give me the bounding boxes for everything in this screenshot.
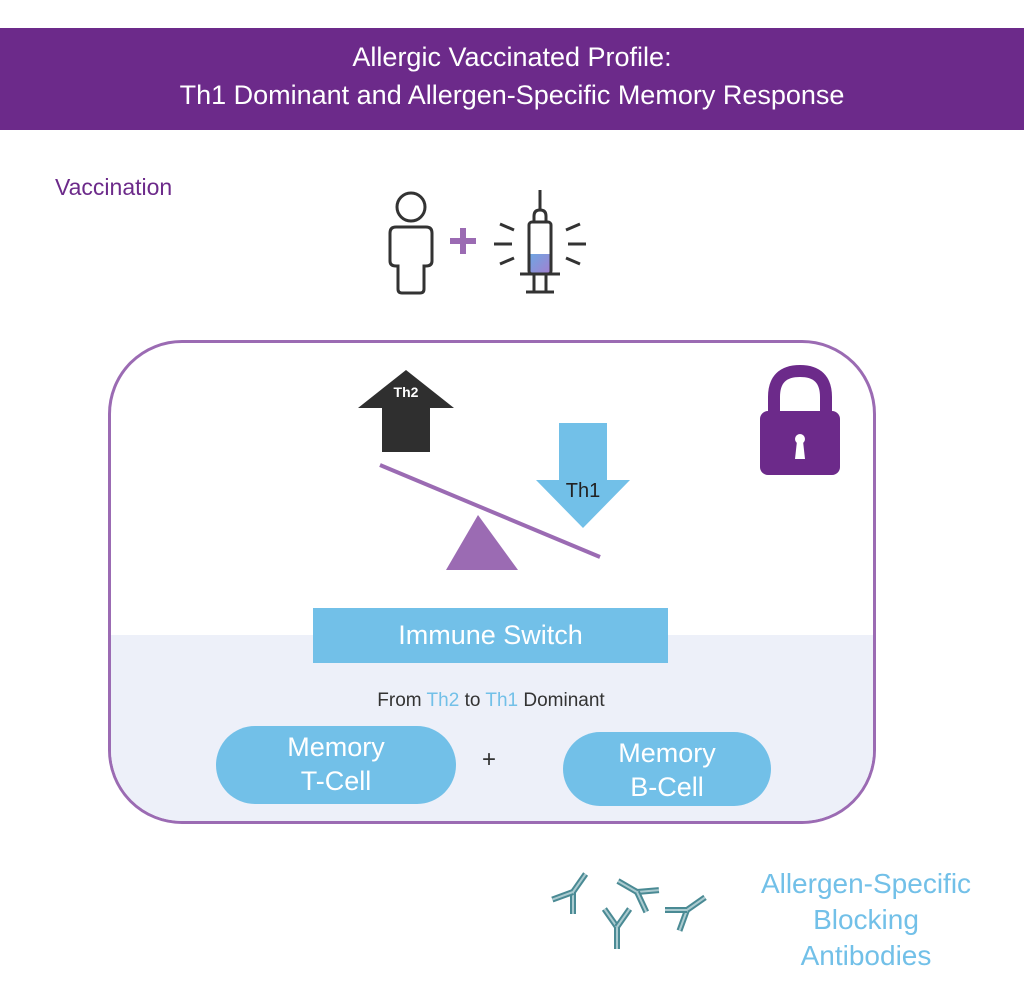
title-banner: Allergic Vaccinated Profile: Th1 Dominan…: [0, 28, 1024, 130]
antibodies-line3: Antibodies: [800, 940, 932, 971]
antibodies-line1: Allergen-Specific: [760, 868, 972, 899]
memory-b-cell-line1: Memory: [618, 738, 716, 768]
title-line-1: Allergic Vaccinated Profile:: [352, 42, 672, 72]
syringe-icon: [494, 190, 586, 294]
caption-from: From: [377, 690, 422, 711]
memory-t-cell-line1: Memory: [287, 732, 385, 762]
person-icon: [388, 191, 434, 295]
seesaw-icon: [379, 463, 601, 570]
antibody-1: [549, 865, 598, 917]
caption-th1: Th1: [485, 690, 519, 711]
th2-to-th1-caption: From Th2 to Th1 Dominant: [0, 690, 982, 712]
memory-b-cell-pill: Memory B-Cell: [563, 732, 771, 806]
th1-down-arrow-icon: [536, 423, 630, 528]
th2-up-arrow-icon: [358, 370, 454, 452]
plus-icon: [450, 228, 476, 254]
caption-dominant: Dominant: [523, 690, 605, 711]
title-line-2: Th1 Dominant and Allergen-Specific Memor…: [179, 80, 845, 110]
th1-arrow-label: Th1: [565, 480, 601, 502]
immune-switch-box: Immune Switch: [313, 608, 668, 663]
memory-t-cell-line2: T-Cell: [300, 766, 372, 796]
antibodies-line2: Blocking: [813, 904, 919, 935]
antibody-icon: [549, 865, 714, 949]
antibody-4: [662, 885, 714, 934]
caption-th2: Th2: [426, 690, 460, 711]
memory-b-cell-line2: B-Cell: [630, 772, 704, 802]
vaccination-label: Vaccination: [55, 174, 173, 200]
memory-t-cell-pill: Memory T-Cell: [216, 726, 456, 804]
caption-to: to: [464, 690, 481, 711]
th2-arrow-label: Th2: [393, 384, 419, 400]
memory-plus-sign: +: [482, 746, 497, 773]
antibody-2: [610, 867, 662, 915]
padlock-icon: [760, 364, 840, 475]
antibody-3: [601, 907, 633, 949]
blocking-antibodies-label: Allergen-Specific Blocking Antibodies: [736, 866, 996, 974]
